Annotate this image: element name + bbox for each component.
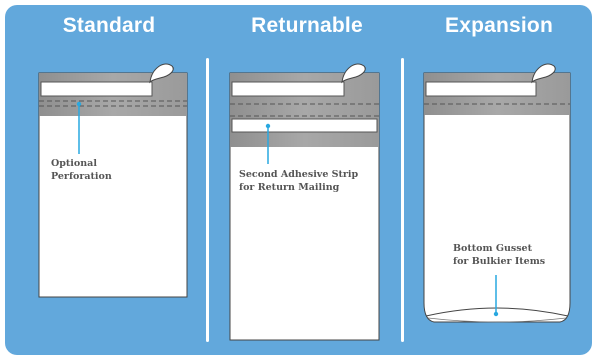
- standard-bag: [38, 63, 188, 298]
- returnable-bag: [229, 63, 380, 341]
- callout-bottom-gusset: Bottom Gusset for Bulkier Items: [453, 242, 545, 268]
- gusset-fold: [425, 307, 569, 317]
- returnable-peel-tab: [341, 63, 366, 84]
- title-returnable: Returnable: [251, 14, 363, 37]
- column-divider-right: [401, 58, 404, 342]
- callout-line-2: Perforation: [51, 171, 112, 182]
- callout-line-1: Optional: [51, 158, 97, 169]
- title-expansion: Expansion: [445, 14, 553, 37]
- callout-optional-perforation: Optional Perforation: [51, 157, 112, 183]
- standard-peel-tab: [149, 63, 174, 84]
- callout-line-2: for Bulkier Items: [453, 256, 546, 267]
- returnable-release-liner: [231, 81, 345, 97]
- column-divider-left: [206, 58, 209, 342]
- callout-line-1: Second Adhesive Strip: [239, 169, 359, 180]
- expansion-peel-tab: [531, 63, 556, 84]
- title-standard: Standard: [62, 14, 156, 37]
- callout-second-adhesive-strip: Second Adhesive Strip for Return Mailing: [239, 168, 358, 194]
- callout-line-1: Bottom Gusset: [453, 243, 532, 254]
- expansion-release-liner: [425, 81, 537, 97]
- callout-line-2: for Return Mailing: [239, 182, 340, 193]
- standard-release-liner: [40, 81, 153, 97]
- expansion-bag: [423, 63, 571, 323]
